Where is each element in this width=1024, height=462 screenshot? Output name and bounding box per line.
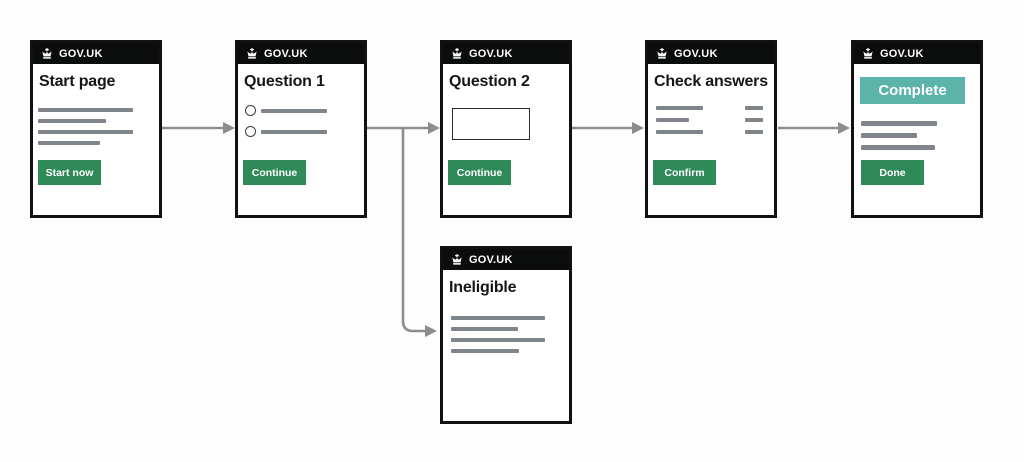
- arrow-question1-to-ineligible: [401, 128, 437, 337]
- crown-icon: [450, 253, 464, 266]
- page-title: Question 1: [244, 73, 325, 90]
- crown-icon: [861, 47, 875, 60]
- card-ineligible: GOV.UK Ineligible: [440, 246, 572, 424]
- radio-option-icon: [245, 105, 256, 116]
- placeholder-line: [451, 338, 545, 342]
- placeholder-line: [38, 108, 133, 112]
- placeholder-line: [656, 130, 703, 134]
- govuk-header: GOV.UK: [238, 43, 364, 64]
- govuk-brand-text: GOV.UK: [469, 47, 513, 60]
- govuk-brand-text: GOV.UK: [880, 47, 924, 60]
- placeholder-line: [861, 133, 917, 138]
- govuk-header: GOV.UK: [443, 249, 569, 270]
- confirm-button: Confirm: [653, 160, 716, 185]
- placeholder-line: [745, 106, 763, 110]
- card-complete: GOV.UK Complete Done: [851, 40, 983, 218]
- text-input-box: [452, 108, 530, 140]
- govuk-brand-text: GOV.UK: [264, 47, 308, 60]
- govuk-header: GOV.UK: [648, 43, 774, 64]
- continue-button: Continue: [448, 160, 511, 185]
- placeholder-line: [656, 118, 689, 122]
- crown-icon: [40, 47, 54, 60]
- placeholder-line: [261, 109, 327, 113]
- crown-icon: [450, 47, 464, 60]
- card-start-page: GOV.UK Start page Start now: [30, 40, 162, 218]
- placeholder-line: [745, 118, 763, 122]
- placeholder-line: [451, 349, 519, 353]
- complete-banner: Complete: [860, 77, 965, 104]
- page-title: Check answers: [654, 73, 768, 90]
- placeholder-line: [38, 130, 133, 134]
- govuk-brand-text: GOV.UK: [469, 253, 513, 266]
- placeholder-line: [745, 130, 763, 134]
- page-title: Question 2: [449, 73, 530, 90]
- govuk-header: GOV.UK: [33, 43, 159, 64]
- govuk-brand-text: GOV.UK: [59, 47, 103, 60]
- continue-button: Continue: [243, 160, 306, 185]
- placeholder-line: [38, 141, 100, 145]
- card-question-2: GOV.UK Question 2 Continue: [440, 40, 572, 218]
- placeholder-line: [261, 130, 327, 134]
- placeholder-line: [38, 119, 106, 123]
- govuk-header: GOV.UK: [854, 43, 980, 64]
- done-button: Done: [861, 160, 924, 185]
- placeholder-line: [451, 316, 545, 320]
- placeholder-line: [451, 327, 518, 331]
- govuk-brand-text: GOV.UK: [674, 47, 718, 60]
- placeholder-line: [861, 121, 937, 126]
- page-title: Ineligible: [449, 279, 517, 296]
- crown-icon: [655, 47, 669, 60]
- crown-icon: [245, 47, 259, 60]
- placeholder-line: [861, 145, 935, 150]
- govuk-header: GOV.UK: [443, 43, 569, 64]
- placeholder-line: [656, 106, 703, 110]
- card-check-answers: GOV.UK Check answers Confirm: [645, 40, 777, 218]
- card-question-1: GOV.UK Question 1 Continue: [235, 40, 367, 218]
- page-title: Start page: [39, 73, 116, 90]
- radio-option-icon: [245, 126, 256, 137]
- start-now-button: Start now: [38, 160, 101, 185]
